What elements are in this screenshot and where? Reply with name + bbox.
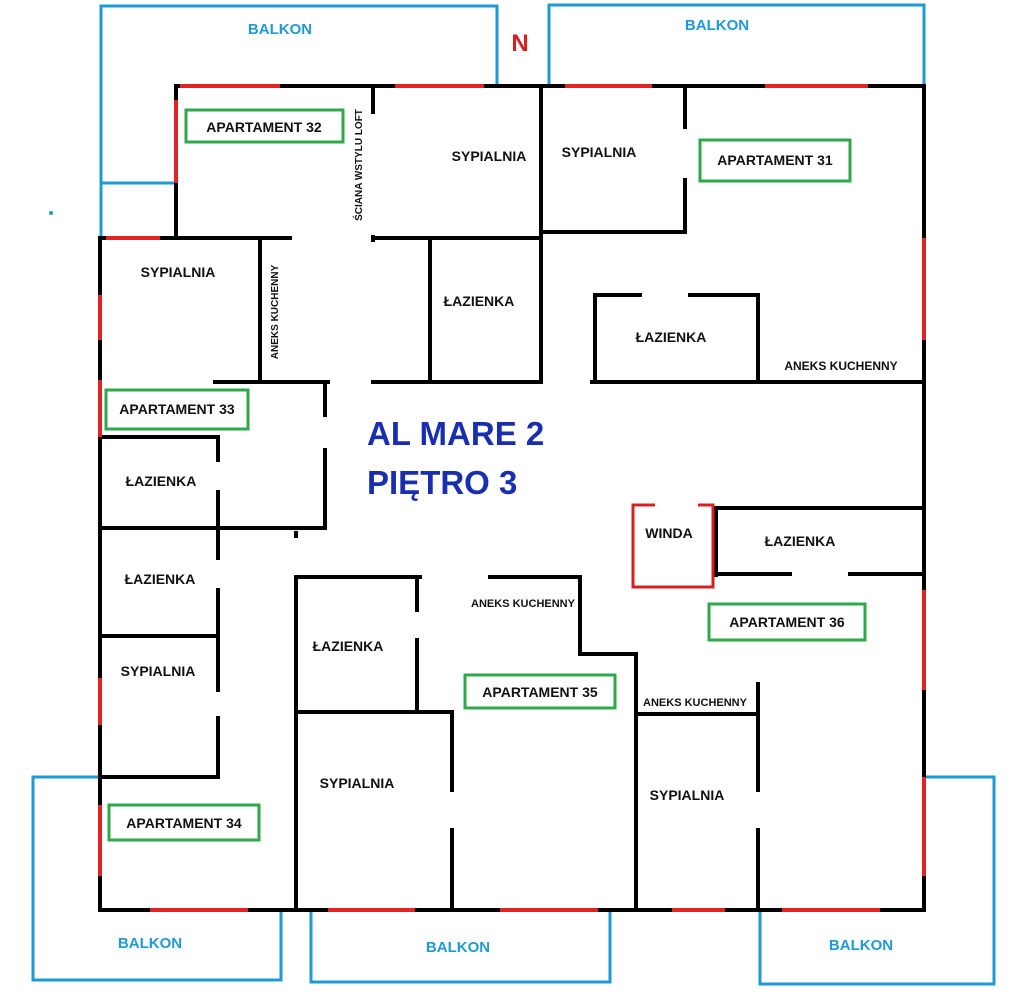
apartment-31-box [698,138,852,183]
balcony-label-top-left: BALKON [248,21,312,38]
room-label-sypialnia-32: SYPIALNIA [452,148,527,164]
apartment-34-box [107,803,261,842]
balcony-label-bottom-right: BALKON [829,937,893,954]
room-label-lazienka-33: ŁAZIENKA [126,473,197,489]
windows [98,84,926,912]
balcony-bottom-right [758,775,996,986]
balcony-top-right [547,3,926,84]
room-label-sypialnia-31: SYPIALNIA [562,144,637,160]
room-label-lazienka-32: ŁAZIENKA [444,293,515,309]
balcony-label-bottom-left: BALKON [118,935,182,952]
room-label-lazienka-35: ŁAZIENKA [313,638,384,654]
room-label-winda: WINDA [645,525,692,541]
room-label-sypialnia-35: SYPIALNIA [320,775,395,791]
balcony-top-left [99,4,499,238]
apartment-33-box [104,388,250,431]
marker-dot [49,211,53,215]
room-label-aneks-36: ANEKS KUCHENNY [643,697,748,709]
north-marker: N [511,30,528,57]
floor-title: PIĘTRO 3 [367,464,517,501]
room-label-sypialnia-33: SYPIALNIA [141,264,216,280]
room-label-lazienka-36: ŁAZIENKA [765,533,836,549]
apartment-31-label: APARTAMENT 31 [717,152,833,168]
apartment-35-box [463,673,617,710]
apartment-36-box [707,602,867,642]
apartment-34-label: APARTAMENT 34 [126,815,242,831]
room-label-sypialnia-34: SYPIALNIA [121,663,196,679]
room-label-sciana-loft: ŚCIANA WSTYLU LOFT [352,109,365,221]
elevator-outline [631,503,715,589]
apartment-boxes [104,108,867,842]
room-label-lazienka-34: ŁAZIENKA [125,571,196,587]
balcony-bottom-left [31,775,283,982]
building-title: AL MARE 2 [367,415,544,452]
apartment-32-box [184,108,345,144]
balcony-label-top-right: BALKON [685,17,749,34]
apartment-35-label: APARTAMENT 35 [482,684,598,700]
apartment-36-label: APARTAMENT 36 [729,614,845,630]
room-label-lazienka-31: ŁAZIENKA [636,329,707,345]
room-label-aneks-35: ANEKS KUCHENNY [471,598,576,610]
room-label-aneks-31: ANEKS KUCHENNY [784,359,897,373]
room-label-sypialnia-36: SYPIALNIA [650,787,725,803]
balcony-label-bottom-center: BALKON [426,939,490,956]
apartment-33-label: APARTAMENT 33 [119,401,235,417]
room-label-aneks-33: ANEKS KUCHENNY [270,264,281,359]
balcony-bottom-center [309,912,612,984]
apartment-32-label: APARTAMENT 32 [206,119,322,135]
balconies [31,3,996,986]
